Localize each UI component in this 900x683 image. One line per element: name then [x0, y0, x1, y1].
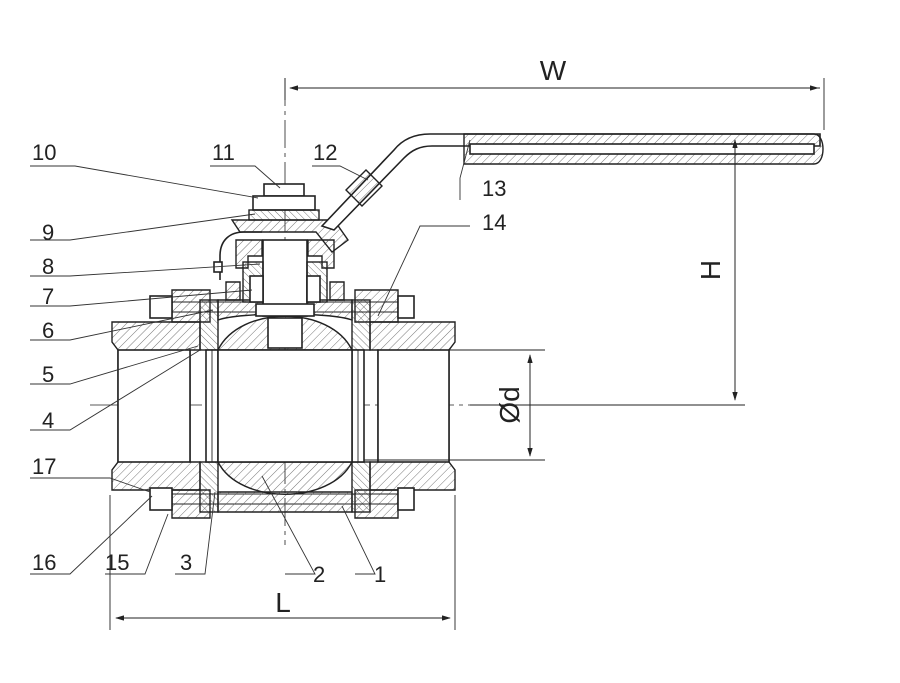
- part-label-11: 11: [212, 140, 235, 165]
- ball: [216, 315, 354, 495]
- part-label-4: 4: [42, 408, 54, 433]
- left-end-connector: [111, 321, 201, 491]
- part-label-17: 17: [32, 454, 56, 479]
- part-label-5: 5: [42, 362, 54, 387]
- dimension-lines: [109, 78, 825, 630]
- part-label-12: 12: [313, 140, 337, 165]
- dimension-h-label: H: [695, 260, 726, 280]
- dimension-w-label: W: [540, 55, 567, 86]
- part-label-13: 13: [482, 176, 506, 201]
- part-label-10: 10: [32, 140, 56, 165]
- right-end-connector: [369, 321, 456, 491]
- part-labels: 10 11 12 9 8 7 6 5 4 17 16 15 3 2 1 13 1…: [32, 140, 506, 587]
- part-label-7: 7: [42, 284, 54, 309]
- part-label-2: 2: [313, 562, 325, 587]
- part-label-16: 16: [32, 550, 56, 575]
- bolts: [149, 295, 415, 511]
- part-label-14: 14: [482, 210, 506, 235]
- seats: [205, 349, 365, 463]
- part-label-6: 6: [42, 318, 54, 343]
- part-label-1: 1: [374, 562, 386, 587]
- centre-body: [217, 281, 353, 513]
- dimension-l-label: L: [275, 587, 291, 618]
- leader-lines: [30, 139, 471, 575]
- dimension-bore-label: Ød: [494, 386, 525, 423]
- part-label-8: 8: [42, 254, 54, 279]
- part-label-15: 15: [105, 550, 129, 575]
- part-label-9: 9: [42, 220, 54, 245]
- part-label-3: 3: [180, 550, 192, 575]
